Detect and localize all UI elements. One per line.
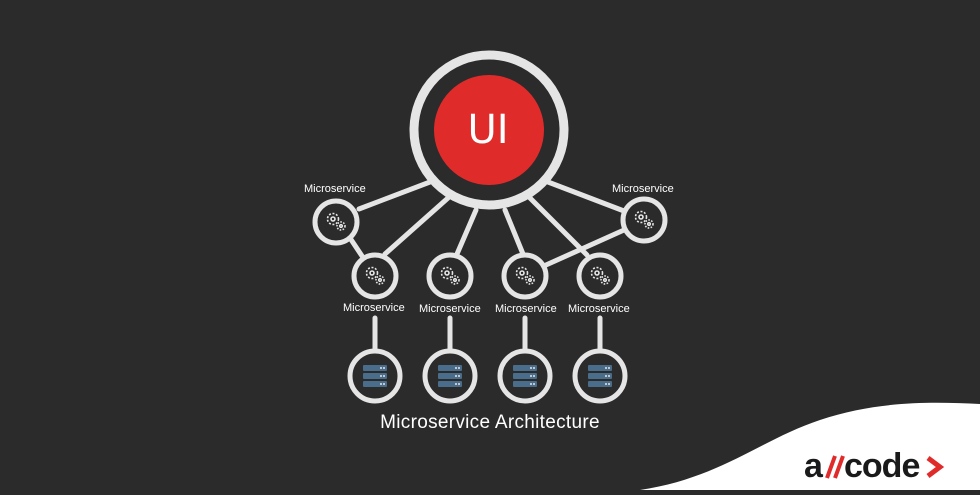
microservice-nodes bbox=[312, 196, 668, 300]
connector-ui-ms-1 bbox=[382, 195, 451, 257]
gear-icons bbox=[326, 210, 654, 285]
ms-node-4 bbox=[576, 252, 624, 300]
gear-icon bbox=[634, 210, 654, 229]
logo-swoosh bbox=[640, 402, 980, 490]
gear-icon bbox=[365, 266, 385, 285]
microservice-label-1: Microservice bbox=[343, 302, 405, 314]
connector-ui-ms-2 bbox=[454, 207, 479, 257]
server-icon bbox=[588, 365, 612, 387]
server-icon bbox=[363, 365, 387, 387]
connector-ms-left-ms-1 bbox=[347, 235, 365, 259]
gear-icon bbox=[440, 266, 460, 285]
connector-ui-ms-3 bbox=[502, 207, 526, 257]
connector-ui-ms-right bbox=[545, 179, 627, 214]
svg-text:a: a bbox=[804, 447, 824, 485]
connectors bbox=[347, 179, 627, 353]
allcode-logo-icon: a code bbox=[804, 447, 945, 485]
ui-node bbox=[409, 50, 569, 210]
database-node bbox=[572, 348, 628, 404]
ms-node-1 bbox=[351, 252, 399, 300]
ms-node-2 bbox=[426, 252, 474, 300]
microservice-label-4: Microservice bbox=[568, 303, 630, 315]
gear-icon bbox=[515, 266, 535, 285]
brand-logo: a code bbox=[804, 446, 964, 495]
database-node bbox=[497, 348, 553, 404]
microservice-label-2: Microservice bbox=[419, 303, 481, 315]
svg-text:code: code bbox=[844, 447, 919, 485]
ms-node-left bbox=[312, 198, 360, 246]
ui-node-label: UI bbox=[467, 107, 509, 153]
diagram-caption: Microservice Architecture bbox=[380, 412, 600, 433]
microservice-label-left: Microservice bbox=[304, 183, 366, 195]
microservice-label-right: Microservice bbox=[612, 183, 674, 195]
connector-ms-right-ms-3 bbox=[543, 227, 627, 268]
gear-icon bbox=[590, 266, 610, 285]
gear-icon bbox=[326, 212, 346, 231]
connector-ui-ms-left bbox=[356, 179, 433, 212]
server-icon bbox=[438, 365, 462, 387]
database-nodes bbox=[347, 348, 628, 404]
ms-node-right bbox=[620, 196, 668, 244]
database-node bbox=[347, 348, 403, 404]
database-node bbox=[422, 348, 478, 404]
server-icon bbox=[513, 365, 537, 387]
connector-ui-ms-4 bbox=[527, 195, 590, 258]
microservice-label-3: Microservice bbox=[495, 303, 557, 315]
ms-node-3 bbox=[501, 252, 549, 300]
